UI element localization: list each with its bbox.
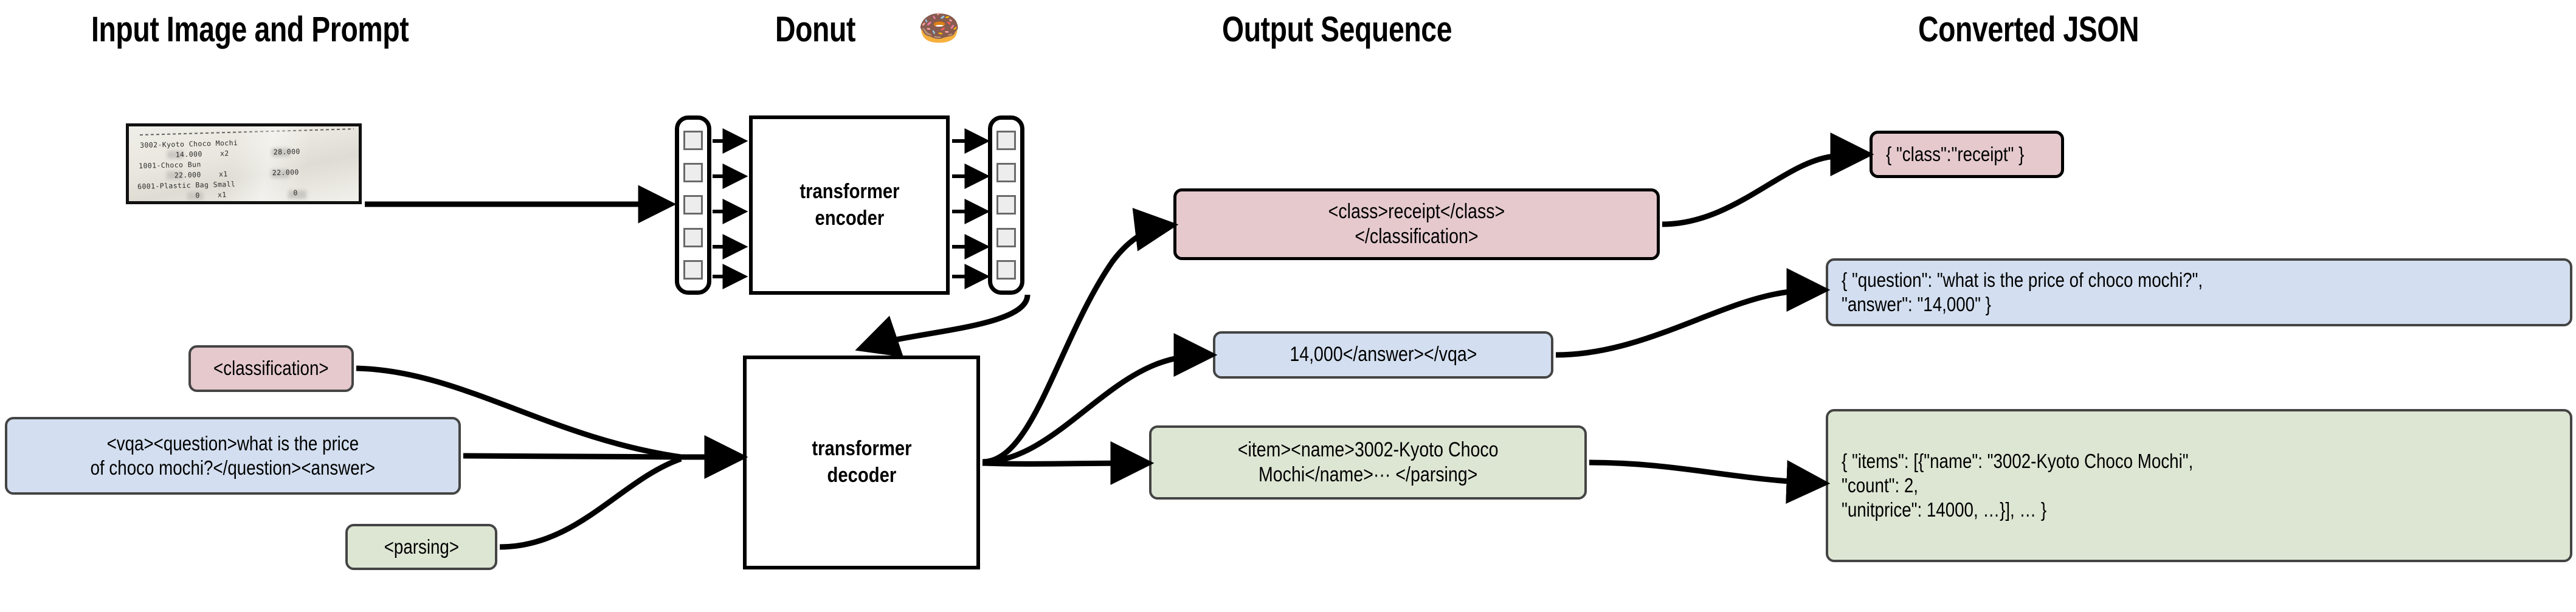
prompt-classification-label: <classification>: [213, 357, 329, 380]
wire-output-to-json-parsing: [1589, 459, 1831, 504]
json-parsing-box[interactable]: { "items": [{"name": "3002-Kyoto Choco M…: [1826, 409, 2572, 562]
receipt-line-5: 6001-Plastic Bag Small: [137, 179, 236, 191]
wire-prompt-vqa-to-decoder: [463, 453, 682, 460]
output-classification-box[interactable]: <class>receipt</class> </classification>: [1173, 188, 1660, 260]
json-classification-box[interactable]: { "class":"receipt" }: [1870, 131, 2064, 178]
prompt-vqa-label: <vqa><question>what is the price of choc…: [90, 431, 376, 479]
encoder-input-token: [683, 130, 703, 150]
receipt-line-4: 22.000 x1 22.000: [139, 168, 299, 181]
donut-emoji-icon: 🍩: [918, 9, 961, 47]
prompt-vqa-box[interactable]: <vqa><question>what is the price of choc…: [5, 417, 461, 495]
output-parsing-label: <item><name>3002-Kyoto Choco Mochi</name…: [1237, 438, 1499, 486]
receipt-line-2: 14.000 x2 28.000: [140, 147, 300, 160]
header-output-sequence: Output Sequence: [1222, 10, 1452, 49]
receipt-redaction-6: [288, 190, 306, 199]
json-vqa-label: { "question": "what is the price of choc…: [1842, 268, 2203, 315]
encoder-input-token: [683, 163, 703, 183]
prompt-classification-box[interactable]: <classification>: [188, 345, 354, 392]
output-classification-label: <class>receipt</class> </classification>: [1328, 199, 1505, 248]
encoder-output-token: [996, 260, 1016, 280]
header-input-image-and-prompt: Input Image and Prompt: [91, 10, 409, 49]
prompt-parsing-box[interactable]: <parsing>: [345, 524, 497, 570]
encoder-input-token-strip: [675, 115, 711, 295]
wire-encoder-to-decoder: [855, 294, 1031, 357]
transformer-decoder-label: transformer decoder: [811, 437, 912, 487]
encoder-output-token: [996, 195, 1016, 215]
receipt-redaction-4: [271, 170, 289, 178]
encoder-output-token-strip: [988, 115, 1024, 295]
transformer-encoder-block: transformer encoder: [749, 115, 950, 295]
wire-prompt-parsing-to-decoder: [499, 456, 682, 550]
encoder-output-token: [996, 130, 1016, 150]
encoder-input-token: [683, 227, 703, 247]
output-vqa-label: 14,000</answer></vqa>: [1289, 343, 1477, 366]
json-classification-label: { "class":"receipt" }: [1886, 142, 2025, 165]
wire-output-to-json-classification: [1662, 132, 1874, 227]
encoder-input-token: [683, 195, 703, 215]
output-vqa-box[interactable]: 14,000</answer></vqa>: [1213, 331, 1553, 379]
transformer-encoder-label: transformer encoder: [799, 179, 900, 230]
json-vqa-box[interactable]: { "question": "what is the price of choc…: [1826, 258, 2572, 326]
input-receipt-image: 3002-Kyoto Choco Mochi 14.000 x2 28.000 …: [126, 123, 362, 204]
wire-decoder-to-output-parsing: [982, 441, 1155, 486]
receipt-dashed-rule: [139, 128, 354, 136]
encoder-output-token: [996, 227, 1016, 247]
receipt-redaction-3: [167, 171, 182, 179]
output-parsing-box[interactable]: <item><name>3002-Kyoto Choco Mochi</name…: [1149, 425, 1587, 500]
receipt-redaction-5: [187, 192, 203, 200]
json-parsing-label: { "items": [{"name": "3002-Kyoto Choco M…: [1842, 449, 2194, 521]
prompt-parsing-label: <parsing>: [384, 535, 459, 558]
transformer-decoder-block: transformer decoder: [743, 356, 980, 569]
receipt-redaction-1: [167, 151, 183, 159]
header-converted-json: Converted JSON: [1918, 10, 2139, 49]
encoder-output-token: [996, 163, 1016, 183]
receipt-line-6: 0 x1 0: [137, 188, 298, 201]
receipt-line-1: 3002-Kyoto Choco Mochi: [140, 138, 238, 150]
receipt-redaction-2: [272, 148, 290, 157]
encoder-input-token: [683, 260, 703, 280]
wire-output-to-json-vqa: [1555, 268, 1831, 358]
receipt-line-3: 1001-Choco Bun: [139, 160, 201, 170]
header-donut: Donut: [775, 10, 855, 49]
